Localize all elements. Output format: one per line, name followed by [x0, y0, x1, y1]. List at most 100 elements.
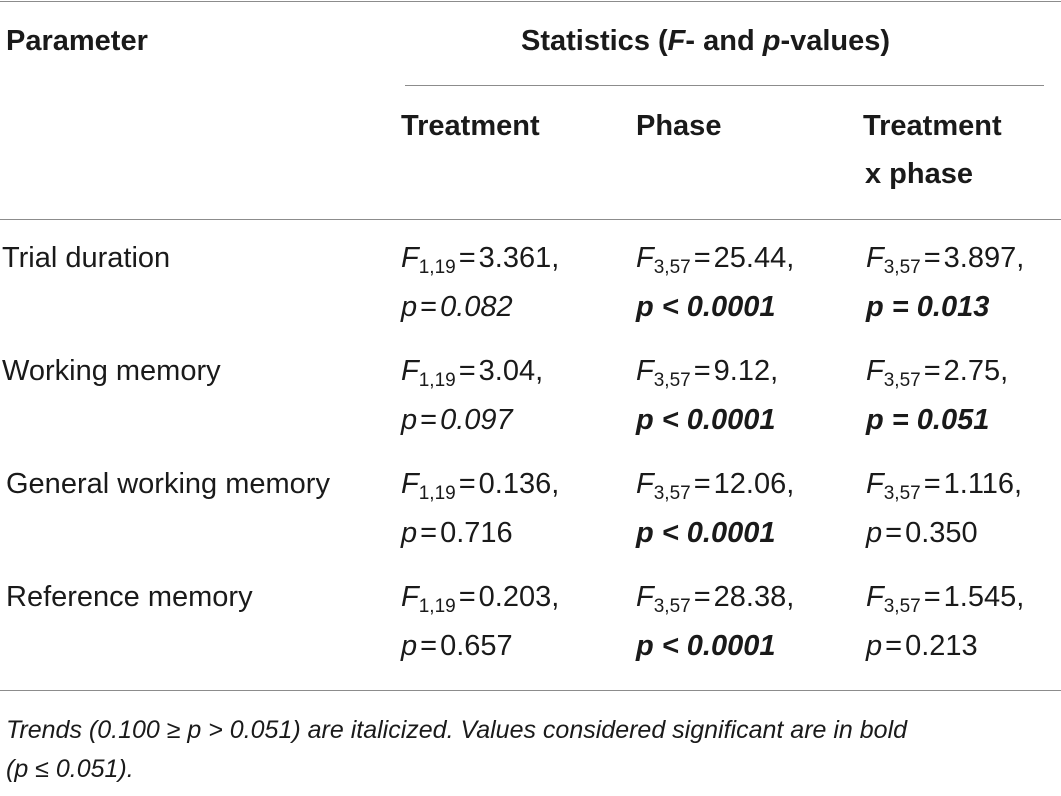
row-label: Working memory — [2, 355, 221, 387]
f-statistic: F3,57=1.545, — [866, 580, 1024, 624]
equals-sign: = — [923, 581, 941, 613]
f-symbol: F — [401, 581, 419, 613]
p-value: p < 0.0001 — [636, 403, 775, 437]
f-value: 28.38, — [713, 581, 795, 613]
p-value: p < 0.0001 — [636, 516, 775, 550]
p-symbol: p — [866, 630, 883, 662]
f-symbol: F — [636, 355, 654, 387]
degrees-of-freedom: 3,57 — [883, 596, 921, 617]
f-statistic: F3,57=2.75, — [866, 354, 1008, 398]
equals-sign: = — [458, 468, 476, 500]
p-value: p=0.716 — [401, 516, 513, 550]
row-label: Trial duration — [2, 242, 171, 274]
p-value: p = 0.013 — [866, 290, 989, 324]
p-value: p=0.213 — [866, 629, 978, 663]
f-value: 25.44, — [713, 242, 795, 274]
footnote-line1: Trends (0.100 ≥ p > 0.051) are italicize… — [6, 716, 908, 744]
equals-sign: = — [420, 517, 438, 549]
p-value: p=0.350 — [866, 516, 978, 550]
equals-sign: = — [885, 630, 903, 662]
p-value-significant: p = 0.013 — [866, 291, 990, 323]
p-symbol: p — [401, 404, 418, 436]
p-symbol: p — [401, 630, 418, 662]
header-interaction-line2: x phase — [865, 158, 973, 190]
f-symbol: F — [401, 242, 419, 274]
row-label: Reference memory — [6, 581, 253, 613]
p-number: 0.350 — [905, 517, 978, 549]
f-statistic: F3,57=3.897, — [866, 241, 1024, 285]
f-symbol: F — [636, 242, 654, 274]
p-value: p=0.082 — [401, 290, 513, 324]
p-symbol: p — [401, 291, 418, 323]
f-statistic: F1,19=0.203, — [401, 580, 559, 624]
f-statistic: F1,19=3.361, — [401, 241, 559, 285]
equals-sign: = — [420, 291, 438, 323]
bottom-rule — [0, 690, 1061, 691]
degrees-of-freedom: 1,19 — [418, 596, 456, 617]
equals-sign: = — [693, 355, 711, 387]
f-symbol: F — [866, 242, 884, 274]
equals-sign: = — [420, 404, 438, 436]
equals-sign: = — [693, 581, 711, 613]
equals-sign: = — [923, 355, 941, 387]
p-number: 0.213 — [905, 630, 978, 662]
degrees-of-freedom: 3,57 — [883, 483, 921, 504]
p-value: p < 0.0001 — [636, 629, 775, 663]
f-value: 9.12, — [713, 355, 779, 387]
p-value: p = 0.051 — [866, 403, 989, 437]
p-symbol: p — [866, 517, 883, 549]
f-value: 1.545, — [943, 581, 1025, 613]
f-value: 1.116, — [943, 468, 1023, 500]
equals-sign: = — [885, 517, 903, 549]
p-number: 0.657 — [440, 630, 513, 662]
p-value: p=0.657 — [401, 629, 513, 663]
header-rule — [0, 219, 1061, 220]
row-label: General working memory — [6, 468, 330, 500]
f-symbol: F — [636, 468, 654, 500]
sub-rule — [405, 85, 1044, 86]
f-symbol: F — [401, 468, 419, 500]
degrees-of-freedom: 3,57 — [653, 257, 691, 278]
p-value-significant: p = 0.051 — [866, 404, 990, 436]
f-value: 0.203, — [478, 581, 560, 613]
p-number: 0.716 — [440, 517, 513, 549]
top-rule — [0, 1, 1061, 2]
footnote-line2: (p ≤ 0.051). — [6, 755, 134, 783]
header-statistics: Statistics (F- and p-values) — [521, 25, 891, 57]
f-value: 12.06, — [713, 468, 795, 500]
p-value: p=0.097 — [401, 403, 513, 437]
header-treatment: Treatment — [401, 110, 540, 142]
f-value: 0.136, — [478, 468, 560, 500]
degrees-of-freedom: 3,57 — [883, 370, 921, 391]
degrees-of-freedom: 3,57 — [883, 257, 921, 278]
equals-sign: = — [693, 242, 711, 274]
header-phase: Phase — [636, 110, 722, 142]
p-value-significant: p < 0.0001 — [636, 630, 776, 662]
f-statistic: F3,57=1.116, — [866, 467, 1022, 511]
f-value: 3.897, — [943, 242, 1025, 274]
f-value: 3.04, — [478, 355, 544, 387]
degrees-of-freedom: 1,19 — [418, 483, 456, 504]
degrees-of-freedom: 3,57 — [653, 596, 691, 617]
f-symbol: F — [866, 468, 884, 500]
f-statistic: F3,57=28.38, — [636, 580, 794, 624]
p-number: 0.082 — [440, 291, 513, 323]
p-value-significant: p < 0.0001 — [636, 291, 776, 323]
p-value: p < 0.0001 — [636, 290, 775, 324]
equals-sign: = — [458, 581, 476, 613]
f-value: 2.75, — [943, 355, 1009, 387]
degrees-of-freedom: 1,19 — [418, 370, 456, 391]
equals-sign: = — [923, 242, 941, 274]
f-statistic: F3,57=25.44, — [636, 241, 794, 285]
f-value: 3.361, — [478, 242, 560, 274]
f-statistic: F3,57=12.06, — [636, 467, 794, 511]
f-statistic: F3,57=9.12, — [636, 354, 778, 398]
header-interaction-line1: Treatment — [863, 110, 1002, 142]
degrees-of-freedom: 3,57 — [653, 370, 691, 391]
header-parameter: Parameter — [6, 25, 148, 57]
p-value-significant: p < 0.0001 — [636, 404, 776, 436]
equals-sign: = — [458, 242, 476, 274]
equals-sign: = — [458, 355, 476, 387]
f-symbol: F — [636, 581, 654, 613]
p-number: 0.097 — [440, 404, 513, 436]
